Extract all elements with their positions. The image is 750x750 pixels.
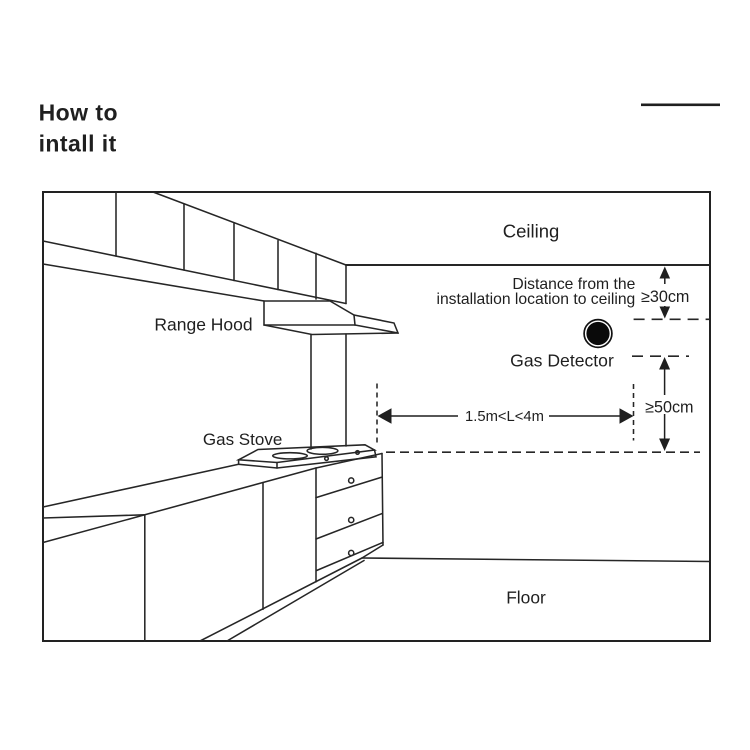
svg-text:≥30cm: ≥30cm bbox=[641, 288, 689, 306]
svg-text:intall it: intall it bbox=[39, 130, 117, 156]
svg-text:Distance from the: Distance from the bbox=[512, 276, 635, 293]
svg-text:Gas Detector: Gas Detector bbox=[510, 351, 614, 371]
svg-text:installation location to ceili: installation location to ceiling bbox=[436, 291, 635, 308]
svg-text:Range Hood: Range Hood bbox=[154, 315, 252, 335]
svg-text:Gas Stove: Gas Stove bbox=[203, 430, 282, 449]
svg-text:1.5m<L<4m: 1.5m<L<4m bbox=[465, 409, 544, 425]
svg-text:≥50cm: ≥50cm bbox=[645, 398, 693, 416]
svg-text:Floor: Floor bbox=[506, 588, 546, 608]
svg-text:How to: How to bbox=[39, 100, 118, 126]
svg-text:Ceiling: Ceiling bbox=[503, 221, 560, 242]
